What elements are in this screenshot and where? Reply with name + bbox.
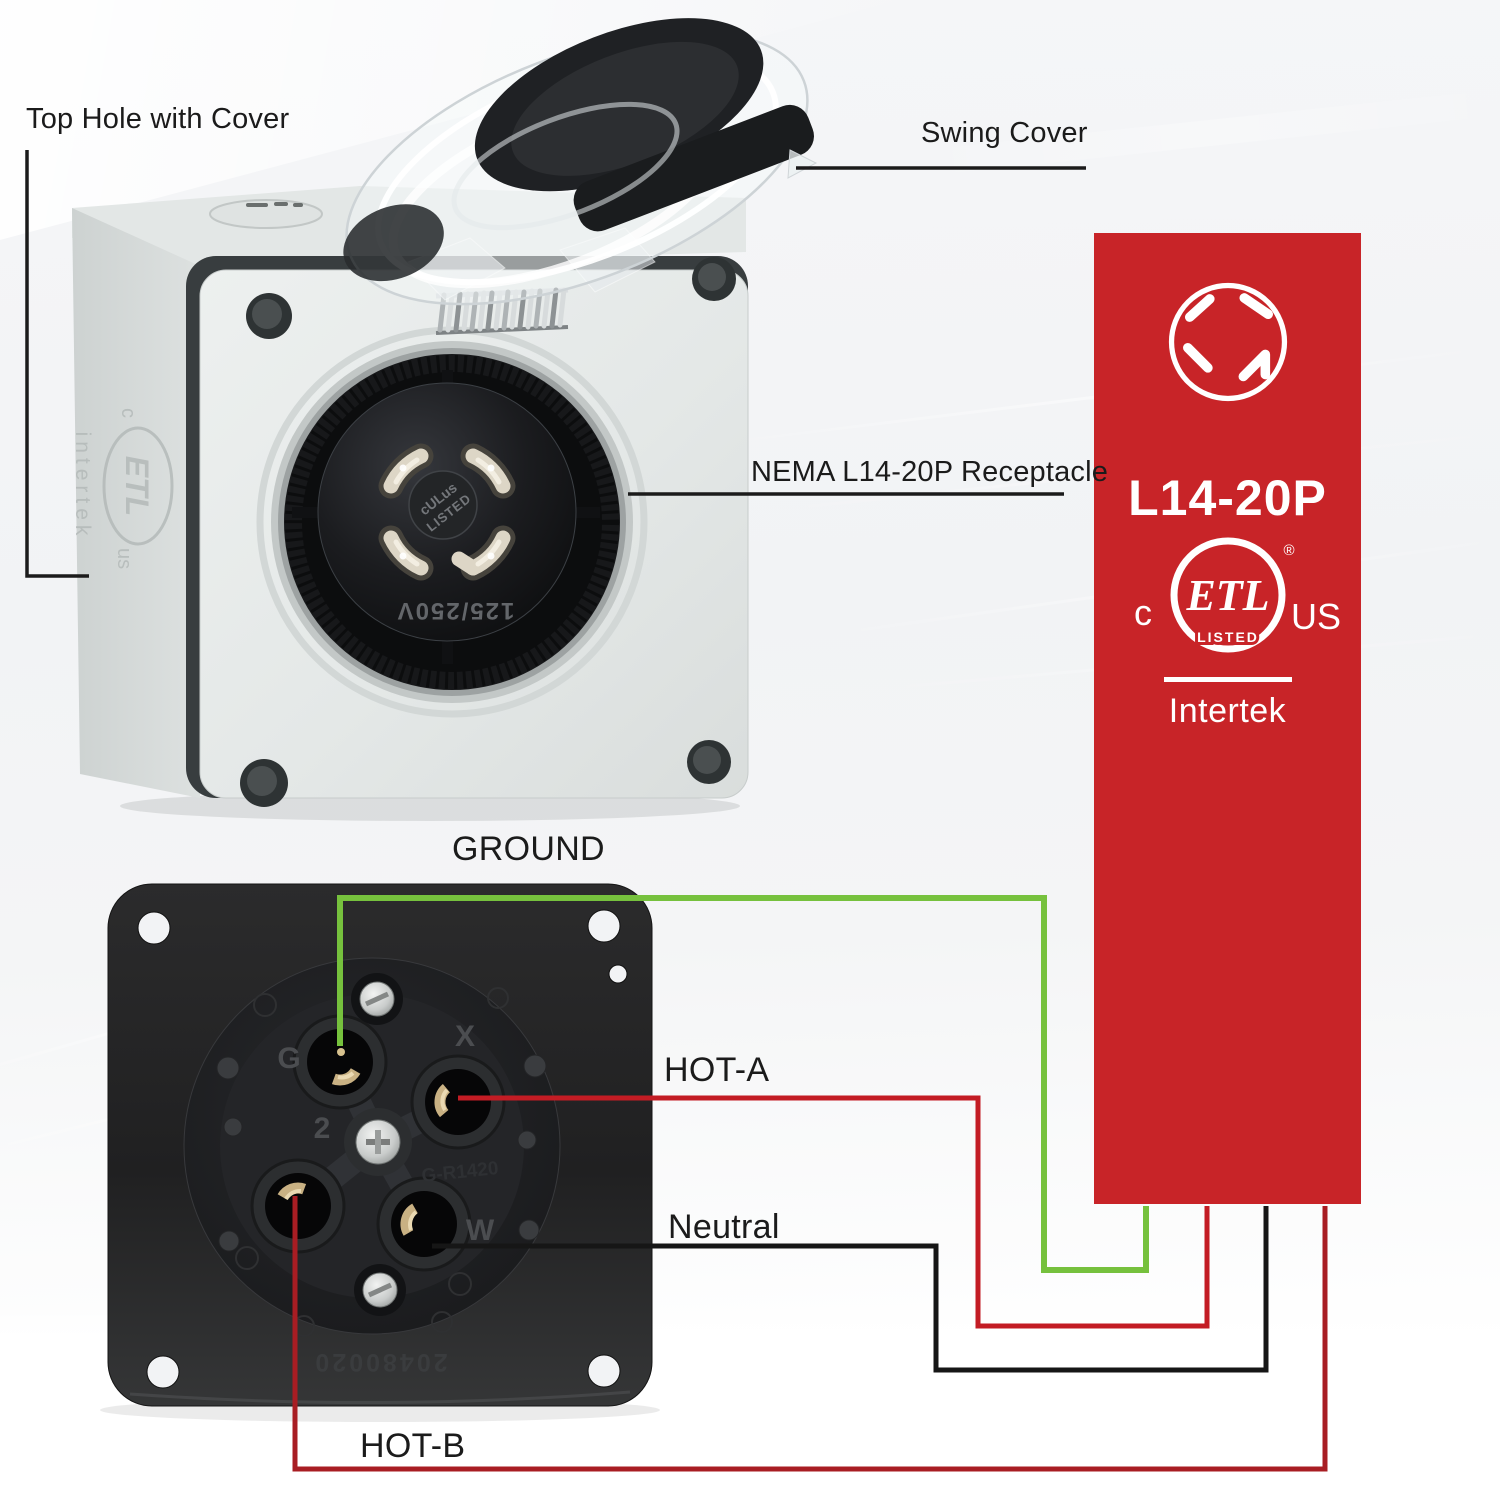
agency-medallion: cULus LISTED [408, 470, 478, 540]
intertek-brand: Intertek [1168, 692, 1287, 730]
voltage-rating-marking: 125/250V [396, 597, 515, 624]
svg-text:intertek: intertek [71, 432, 94, 541]
svg-text:LISTED: LISTED [1197, 629, 1259, 645]
ground-wire [337, 895, 1149, 1273]
terminal-neutral [376, 1176, 472, 1272]
cover-tip-facet [787, 149, 818, 179]
box-side-face [72, 208, 200, 798]
svg-text:ETL: ETL [119, 456, 155, 516]
callout-lines [25, 150, 1086, 578]
terminal-hot-y [250, 1158, 346, 1254]
flange-mounting-holes [137, 909, 628, 1389]
terminal-ground [292, 1014, 388, 1110]
svg-text:c: c [1134, 592, 1152, 633]
label-hot-a: HOT-A [664, 1051, 770, 1089]
svg-text:X: X [455, 1020, 475, 1053]
svg-text:US: US [1290, 596, 1340, 637]
ring-rivets [216, 1054, 547, 1252]
bottom-screw [354, 1264, 406, 1316]
spec-banner: L14-20P ETL LISTED ® c US Intertek [1094, 233, 1361, 1204]
neutral-wire [432, 1206, 1269, 1373]
label-ground: GROUND [452, 830, 605, 868]
flange-receptacle-photo: G X 2 W G-R1420 20480020 [100, 883, 660, 1422]
center-screw [344, 1108, 412, 1176]
inlet-box-photo: ETL c us intertek [71, 18, 818, 821]
svg-text:c: c [117, 408, 139, 418]
terminals [250, 1014, 506, 1272]
top-hole-mold-marks [246, 202, 303, 207]
top-hole-knockout [209, 199, 323, 229]
hot-b-wire [292, 1196, 1328, 1472]
etl-listed-logo: ETL LISTED ® c US [1134, 537, 1341, 653]
svg-text:2: 2 [314, 1112, 331, 1145]
embossed-dots [235, 987, 509, 1337]
wiring-diagram-wires [292, 895, 1328, 1472]
svg-text:®: ® [1283, 542, 1294, 559]
etl-divider [1163, 677, 1292, 682]
model-number: L14-20P [1128, 470, 1327, 526]
swing-cover-part [343, 18, 814, 306]
callout-top-hole: Top Hole with Cover [26, 103, 290, 135]
top-hole-pointer-line [25, 150, 89, 578]
svg-text:G: G [277, 1042, 300, 1075]
svg-text:us: us [113, 548, 135, 569]
l14-20p-pin-icon [1168, 282, 1287, 402]
cover-latch-bar [573, 104, 814, 232]
top-screw [351, 973, 403, 1025]
svg-text:ETL: ETL [1185, 571, 1269, 620]
etl-embossed-side-logo: ETL c us intertek [71, 408, 174, 569]
inlet-receptacle: cULus LISTED 125/250V [256, 326, 648, 718]
box-screw-holes [240, 257, 736, 807]
callout-swing-cover: Swing Cover [921, 117, 1088, 149]
label-neutral: Neutral [668, 1208, 780, 1246]
svg-text:W: W [466, 1214, 495, 1247]
pin-letters: G X 2 W [277, 1020, 495, 1247]
hot-a-wire [458, 1095, 1210, 1329]
terminal-hot-x [410, 1054, 506, 1150]
label-hot-b: HOT-B [360, 1427, 466, 1465]
callout-receptacle: NEMA L14-20P Receptacle [751, 456, 1109, 488]
date-code-marking: 20480020 [312, 1348, 447, 1376]
